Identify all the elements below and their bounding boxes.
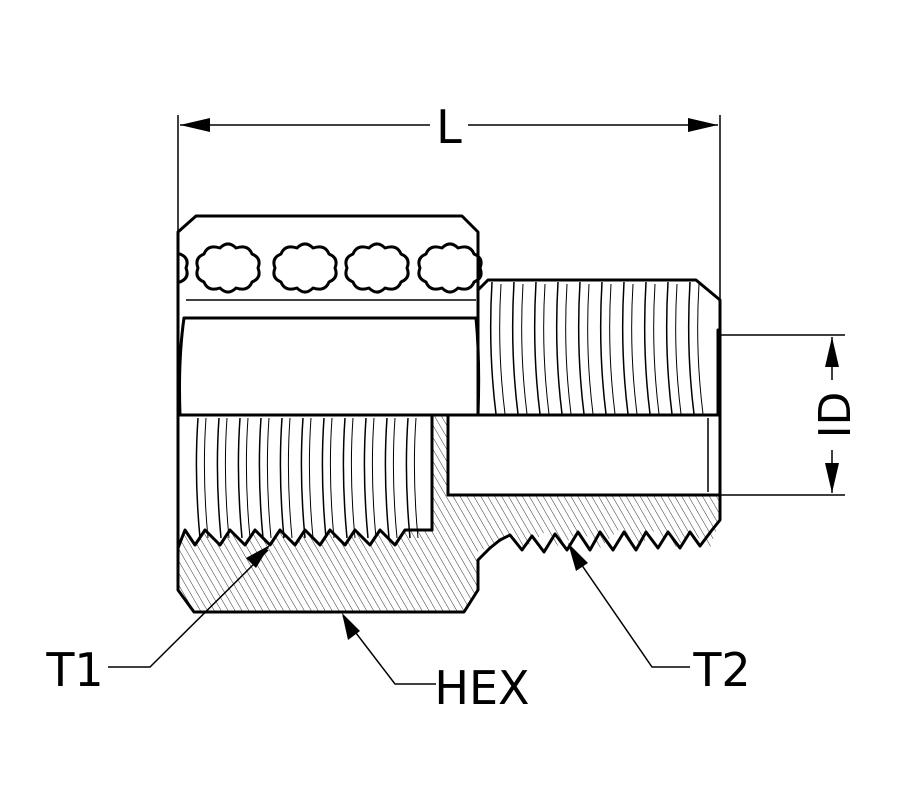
- male-thread-root: [565, 283, 572, 415]
- female-thread-crest: [300, 417, 306, 539]
- length-label: L: [436, 100, 462, 154]
- female-thread-root: [245, 417, 251, 539]
- fitting-lower-half-section: [176, 413, 722, 614]
- female-thread-root: [308, 417, 314, 539]
- t2-leader-line: [569, 547, 690, 668]
- male-thread-profile: [488, 413, 722, 554]
- male-thread-crest: [577, 281, 585, 415]
- female-thread-profile: [176, 528, 434, 550]
- t1-leader-arrow: [246, 545, 270, 568]
- male-thread-root: [587, 283, 594, 415]
- male-thread-root: [631, 283, 638, 415]
- female-thread-root: [371, 417, 377, 539]
- male-thread-crest: [533, 281, 541, 415]
- t2-label: T2: [692, 643, 750, 697]
- male-thread-crest: [665, 281, 673, 415]
- male-thread-root: [653, 283, 660, 415]
- flower-stamp-row: [178, 242, 483, 294]
- male-thread-exterior: [489, 281, 704, 415]
- male-thread-root: [499, 283, 506, 415]
- hex-section-outline: [176, 413, 492, 614]
- flower-stamp-4: [417, 242, 483, 294]
- male-thread-crest: [599, 281, 607, 415]
- female-thread-root: [224, 417, 230, 539]
- t1-callout: T1: [45, 545, 270, 697]
- section-hatch: [178, 415, 720, 612]
- male-thread-root: [675, 283, 682, 415]
- t1-leader-line: [108, 549, 269, 668]
- female-thread-crest: [216, 417, 222, 539]
- male-thread-crest: [687, 281, 695, 415]
- female-thread-root: [392, 417, 398, 539]
- male-thread-root: [609, 283, 616, 415]
- length-dimension: L: [177, 100, 721, 300]
- t1-label: T1: [45, 643, 103, 697]
- male-thread-root: [543, 283, 550, 415]
- hex-leader-arrow: [342, 613, 360, 640]
- hex-body-outline: [176, 214, 480, 415]
- female-thread-interior: [195, 417, 419, 539]
- female-thread-crest: [363, 417, 369, 539]
- fitting-upper-half: [176, 214, 722, 415]
- male-thread-root: [697, 283, 704, 415]
- length-arrow-right: [688, 118, 718, 132]
- length-arrow-left: [180, 118, 210, 132]
- male-thread-crest: [643, 281, 651, 415]
- female-thread-crest: [195, 417, 201, 539]
- id-dimension: ID: [720, 334, 861, 496]
- male-thread-outline: [476, 278, 722, 415]
- id-label: ID: [810, 392, 861, 439]
- hex-chamfer-left: [178, 316, 186, 415]
- flower-stamp-1: [195, 242, 261, 294]
- female-thread-crest: [384, 417, 390, 539]
- hex-label: HEX: [434, 661, 529, 715]
- female-thread-root: [266, 417, 272, 539]
- flower-stamp-partial: [178, 252, 189, 284]
- female-thread-root: [350, 417, 356, 539]
- male-thread-crest: [621, 281, 629, 415]
- female-thread-crest: [342, 417, 348, 539]
- female-thread-crest: [279, 417, 285, 539]
- id-arrow-bottom: [825, 463, 839, 493]
- t2-callout: T2: [568, 543, 751, 697]
- female-thread-crest: [237, 417, 243, 539]
- female-thread-crest: [258, 417, 264, 539]
- flower-stamp-3: [344, 242, 410, 294]
- male-thread-root: [521, 283, 528, 415]
- male-thread-crest: [511, 281, 519, 415]
- t2-leader-arrow: [568, 543, 588, 571]
- hex-callout: HEX: [342, 613, 530, 715]
- male-thread-crest: [555, 281, 563, 415]
- female-thread-root: [287, 417, 293, 539]
- female-thread-root: [329, 417, 335, 539]
- female-thread-crest: [405, 417, 411, 539]
- flower-stamp-2: [272, 242, 338, 294]
- id-arrow-top: [825, 337, 839, 367]
- hex-leader-line: [342, 615, 436, 685]
- male-thread-crest: [489, 281, 497, 415]
- female-thread-root: [203, 417, 209, 539]
- female-thread-crest: [321, 417, 327, 539]
- hex-chamfer-right: [474, 316, 481, 415]
- female-thread-root: [413, 417, 419, 539]
